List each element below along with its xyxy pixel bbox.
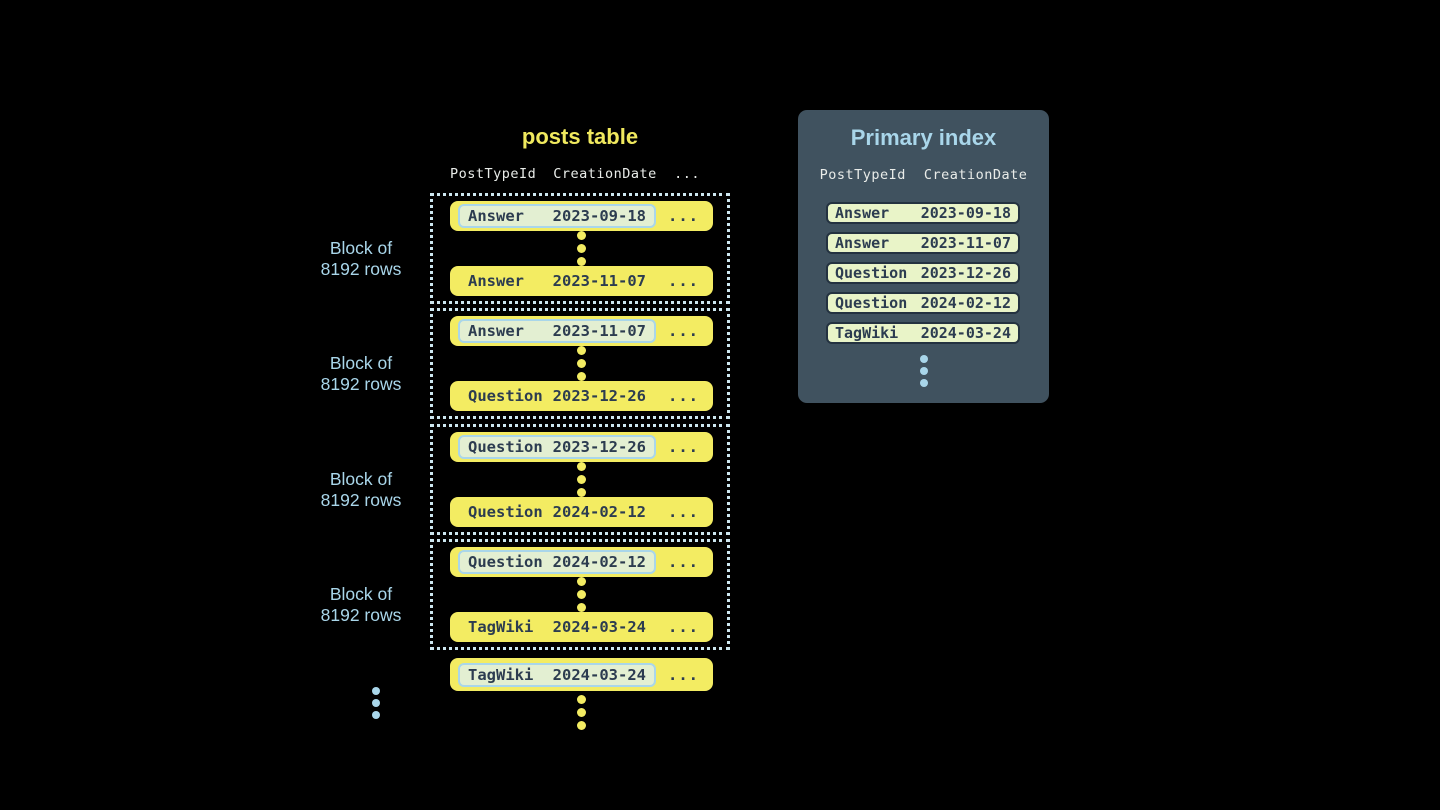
block-label-line2: 8192 rows xyxy=(320,489,402,510)
block-1: Block of 8192 rows Answer 2023-09-18 ...… xyxy=(321,193,730,304)
block-label-line1: Block of xyxy=(329,237,393,258)
creationdate-cell: 2023-09-18 xyxy=(552,207,646,225)
block-2: Block of 8192 rows Answer 2023-11-07 ...… xyxy=(321,308,730,419)
block-1-border: Answer 2023-09-18 ... Answer 2023-11-07 … xyxy=(430,193,730,304)
indexed-entry-highlight: Question 2024-02-12 xyxy=(458,550,656,574)
block-label-line1: Block of xyxy=(329,583,393,604)
primary-index-panel: Primary index PostTypeId CreationDate An… xyxy=(798,110,1049,403)
more-columns-ellipsis: ... xyxy=(668,553,699,571)
block-1-label: Block of 8192 rows xyxy=(301,238,421,280)
index-row: Answer 2023-09-18 xyxy=(826,202,1020,224)
more-columns-ellipsis: ... xyxy=(668,438,699,456)
row-cells: Question 2023-12-26 xyxy=(458,384,656,408)
more-columns-ellipsis: ... xyxy=(668,207,699,225)
indexed-entry-highlight: TagWiki 2024-03-24 xyxy=(458,662,656,687)
table-row: Question 2024-02-12 ... xyxy=(450,547,713,577)
table-row: Answer 2023-09-18 ... xyxy=(450,201,713,231)
posttypeid-cell: TagWiki xyxy=(835,324,899,342)
row-cells: Question 2024-02-12 xyxy=(458,500,656,524)
index-row: Question 2024-02-12 xyxy=(826,292,1020,314)
posttypeid-cell: Question xyxy=(468,553,543,571)
index-row: TagWiki 2024-03-24 xyxy=(826,322,1020,344)
block-label-line1: Block of xyxy=(329,468,393,489)
more-columns-ellipsis: ... xyxy=(668,618,699,636)
block-3-border: Question 2023-12-26 ... Question 2024-02… xyxy=(430,424,730,535)
creationdate-cell: 2023-09-18 xyxy=(920,204,1011,222)
table-row: Question 2023-12-26 ... xyxy=(450,381,713,411)
table-row-trailing: TagWiki 2024-03-24 ... xyxy=(450,658,713,691)
more-blocks-ellipsis-icon xyxy=(347,684,405,722)
posts-table-column-headers: PostTypeId CreationDate ... xyxy=(450,166,713,182)
more-columns-ellipsis: ... xyxy=(668,387,699,405)
posttypeid-cell: Answer xyxy=(468,272,524,290)
more-columns-ellipsis: ... xyxy=(668,322,699,340)
table-row: Question 2023-12-26 ... xyxy=(450,432,713,462)
index-row: Question 2023-12-26 xyxy=(826,262,1020,284)
column-header-more: ... xyxy=(674,166,700,182)
primary-index-column-headers: PostTypeId CreationDate xyxy=(798,167,1049,183)
indexed-entry-highlight: Question 2023-12-26 xyxy=(458,435,656,459)
block-4-label: Block of 8192 rows xyxy=(301,584,421,626)
posttypeid-cell: Answer xyxy=(835,234,890,252)
index-row: Answer 2023-11-07 xyxy=(826,232,1020,254)
posts-table-title: posts table xyxy=(521,124,639,149)
row-cells: Answer 2023-11-07 xyxy=(458,269,656,293)
posttypeid-cell: Question xyxy=(468,503,543,521)
column-header-posttypeid: PostTypeId xyxy=(819,167,906,183)
creationdate-cell: 2023-11-07 xyxy=(920,234,1011,252)
vertical-ellipsis-icon xyxy=(450,577,713,612)
block-4: Block of 8192 rows Question 2024-02-12 .… xyxy=(321,539,730,650)
more-columns-ellipsis: ... xyxy=(668,503,699,521)
posttypeid-cell: Question xyxy=(835,294,908,312)
row-cells: TagWiki 2024-03-24 xyxy=(458,615,656,639)
table-row: Answer 2023-11-07 ... xyxy=(450,316,713,346)
creationdate-cell: 2024-02-12 xyxy=(552,553,646,571)
creationdate-cell: 2023-11-07 xyxy=(552,272,646,290)
creationdate-cell: 2024-03-24 xyxy=(552,618,646,636)
creationdate-cell: 2024-02-12 xyxy=(552,503,646,521)
block-label-line2: 8192 rows xyxy=(320,373,402,394)
column-header-creationdate: CreationDate xyxy=(553,166,657,182)
more-columns-ellipsis: ... xyxy=(668,272,699,290)
posttypeid-cell: TagWiki xyxy=(468,618,534,636)
block-label-line2: 8192 rows xyxy=(320,258,402,279)
table-row: Question 2024-02-12 ... xyxy=(450,497,713,527)
creationdate-cell: 2024-03-24 xyxy=(552,665,646,684)
posttypeid-cell: Question xyxy=(835,264,908,282)
posttypeid-cell: Answer xyxy=(468,207,524,225)
column-header-posttypeid: PostTypeId xyxy=(450,166,537,182)
creationdate-cell: 2023-12-26 xyxy=(552,438,646,456)
block-4-border: Question 2024-02-12 ... TagWiki 2024-03-… xyxy=(430,539,730,650)
posttypeid-cell: Answer xyxy=(835,204,890,222)
posttypeid-cell: Question xyxy=(468,387,543,405)
block-label-line2: 8192 rows xyxy=(320,604,402,625)
primary-index-title: Primary index xyxy=(850,125,997,150)
creationdate-cell: 2023-12-26 xyxy=(920,264,1011,282)
posttypeid-cell: Question xyxy=(468,438,543,456)
vertical-ellipsis-icon xyxy=(450,231,713,266)
block-2-border: Answer 2023-11-07 ... Question 2023-12-2… xyxy=(430,308,730,419)
block-3: Block of 8192 rows Question 2023-12-26 .… xyxy=(321,424,730,535)
posttypeid-cell: Answer xyxy=(468,322,524,340)
primary-index-rows: Answer 2023-09-18 Answer 2023-11-07 Ques… xyxy=(826,202,1020,344)
table-row: TagWiki 2024-03-24 ... xyxy=(450,612,713,642)
creationdate-cell: 2023-12-26 xyxy=(552,387,646,405)
more-index-entries-ellipsis-icon xyxy=(798,355,1049,387)
posttypeid-cell: TagWiki xyxy=(468,665,534,684)
block-3-label: Block of 8192 rows xyxy=(301,469,421,511)
more-rows-ellipsis-icon xyxy=(552,692,610,732)
creationdate-cell: 2023-11-07 xyxy=(552,322,646,340)
block-2-label: Block of 8192 rows xyxy=(301,353,421,395)
block-label-line1: Block of xyxy=(329,352,393,373)
creationdate-cell: 2024-02-12 xyxy=(920,294,1011,312)
more-columns-ellipsis: ... xyxy=(668,665,699,684)
column-header-creationdate: CreationDate xyxy=(923,167,1028,183)
vertical-ellipsis-icon xyxy=(450,346,713,381)
vertical-ellipsis-icon xyxy=(450,462,713,497)
creationdate-cell: 2024-03-24 xyxy=(920,324,1011,342)
indexed-entry-highlight: Answer 2023-09-18 xyxy=(458,204,656,228)
indexed-entry-highlight: Answer 2023-11-07 xyxy=(458,319,656,343)
table-row: Answer 2023-11-07 ... xyxy=(450,266,713,296)
